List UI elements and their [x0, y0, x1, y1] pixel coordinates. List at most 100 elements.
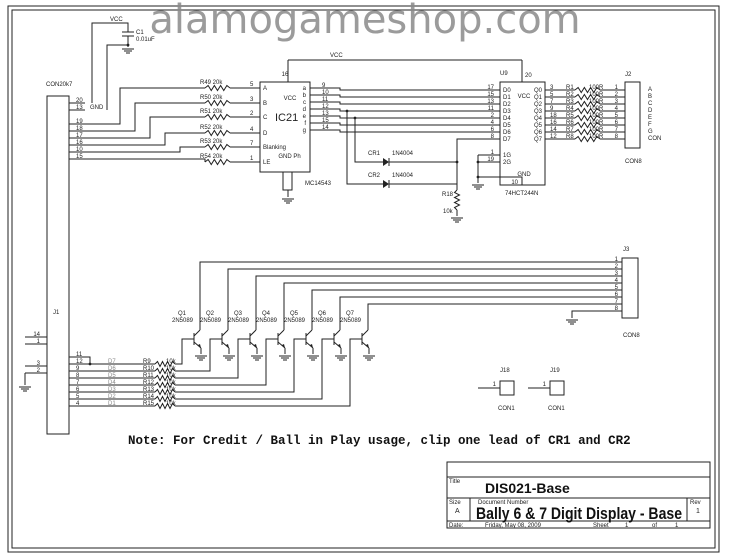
output-resistor-ref: R7	[566, 127, 574, 133]
base-resistor-value: 10k	[166, 387, 177, 393]
transistor-part: 2N5089	[284, 318, 306, 324]
j1-ref: J1	[53, 310, 60, 316]
j1-pin-number: 4	[76, 401, 80, 407]
transistor-ref: Q6	[318, 311, 327, 317]
base-resistor	[154, 381, 176, 389]
transistor-ref: Q3	[234, 311, 243, 317]
title-block: Title DIS021-Base Size A Document Number…	[446, 461, 711, 529]
wire	[69, 146, 205, 153]
u9-pin-name: D7	[503, 137, 511, 143]
transistor-icon	[277, 329, 285, 337]
j1-pin-number: 20	[76, 98, 83, 104]
base-resistor	[154, 360, 176, 368]
input-resistor-label: R54 20k	[200, 154, 223, 160]
base-resistor-value: 10k	[166, 394, 177, 400]
u9-pin-number: 20	[525, 73, 532, 79]
j1-pin-number: 19	[76, 119, 83, 125]
output-resistor-value: 100R	[589, 92, 604, 98]
wire	[310, 94, 500, 98]
diode-part: 1N4004	[392, 151, 414, 157]
u9-pin-name: Q7	[534, 137, 543, 143]
ic21-pin-number: 1	[250, 156, 254, 162]
j1-pin-number: 9	[76, 366, 80, 372]
j3-pin-number: 8	[615, 306, 619, 312]
j19-connector-body	[549, 380, 565, 396]
ic21-vcc-label: VCC	[284, 96, 297, 102]
transistor-icon	[221, 329, 229, 337]
u9-pin-name: D0	[503, 88, 511, 94]
wire	[367, 303, 622, 330]
ic21-pin-number: 7	[250, 141, 254, 147]
output-resistor	[574, 128, 601, 136]
wire	[310, 122, 500, 126]
wire	[69, 87, 205, 125]
wire	[69, 116, 205, 139]
j3-pin-number: 2	[615, 264, 619, 270]
u9-pin-name: Q3	[534, 109, 543, 115]
u9-pin-name: D6	[503, 130, 511, 136]
j19-ref: J19	[550, 368, 560, 374]
document-number: Bally 6 & 7 Digit Display - Base	[476, 504, 682, 523]
u9-pin-number: 9	[550, 106, 554, 112]
u9-pin-number: 1	[491, 150, 495, 156]
transistor-ref: Q1	[178, 311, 187, 317]
base-resistor-ref: R10	[143, 366, 155, 372]
j2-type: CON8	[625, 159, 642, 165]
input-resistor	[204, 113, 231, 121]
wire	[175, 338, 194, 365]
wire	[310, 108, 500, 112]
c1-value: 0.01uF	[136, 37, 155, 43]
ic21-pin-number: 14	[322, 125, 329, 131]
ic21-pin-name: D	[263, 131, 268, 137]
j1-pin-number: 14	[33, 332, 40, 338]
j18-connector-body	[499, 380, 515, 396]
j3-pin-number: 7	[615, 299, 619, 305]
wire	[346, 111, 383, 185]
usage-note: Note: For Credit / Ball in Play usage, c…	[128, 434, 631, 448]
u9-gnd-label: GND	[517, 172, 531, 178]
u9-pin-name: Q1	[534, 95, 543, 101]
j2-pin-number: 7	[615, 127, 619, 133]
j2-signal-label: B	[648, 94, 652, 100]
of-value: 1	[675, 523, 679, 529]
output-resistor	[574, 121, 601, 129]
j1-pin-number: 10	[76, 147, 83, 153]
base-resistor-ref: R14	[143, 394, 155, 400]
u9-pin-name: D1	[503, 95, 511, 101]
transistor-icon	[305, 329, 313, 337]
diode-part: 1N4004	[392, 173, 414, 179]
ic21-pin-name: Blanking	[263, 145, 286, 151]
wire	[199, 261, 622, 330]
u9-part: 74HCT244N	[505, 191, 538, 197]
size-value: A	[455, 508, 460, 515]
wire	[175, 338, 306, 393]
r18-resistor	[453, 189, 461, 211]
transistor-icon	[305, 341, 314, 349]
j1-pin-number: 13	[76, 105, 83, 111]
output-resistor-value: 100R	[589, 120, 604, 126]
ic21-part: MC14543	[305, 181, 332, 187]
base-resistor-value: 10k	[166, 359, 177, 365]
ic21-pin-number: 3	[250, 97, 254, 103]
transistor-icon	[277, 341, 286, 349]
wire	[571, 310, 622, 318]
ic21-pin-name: C	[263, 115, 268, 121]
ic21-pin-name: d	[303, 107, 306, 113]
date-value: Friday, May 08, 2009	[485, 523, 542, 529]
diode-ref: CR1	[368, 151, 381, 157]
j1-pin-number: 5	[76, 394, 80, 400]
j3-pin-number: 4	[615, 278, 619, 284]
transistor-icon	[193, 341, 202, 349]
wire	[175, 338, 334, 400]
input-resistor-label: R50 20k	[200, 95, 223, 101]
j1-pin-number: 3	[37, 361, 41, 367]
u9-pin-name: Q4	[534, 116, 543, 122]
input-resistor	[204, 84, 231, 92]
ic21-pin-number: 13	[322, 111, 329, 117]
output-resistor	[574, 100, 601, 108]
base-resistor-ref: R15	[143, 401, 155, 407]
j2-pin-number: 5	[615, 113, 619, 119]
u9-pin-name: Q0	[534, 88, 543, 94]
j1-pin-number: 16	[76, 140, 83, 146]
j1-pin-number: 15	[76, 154, 83, 160]
